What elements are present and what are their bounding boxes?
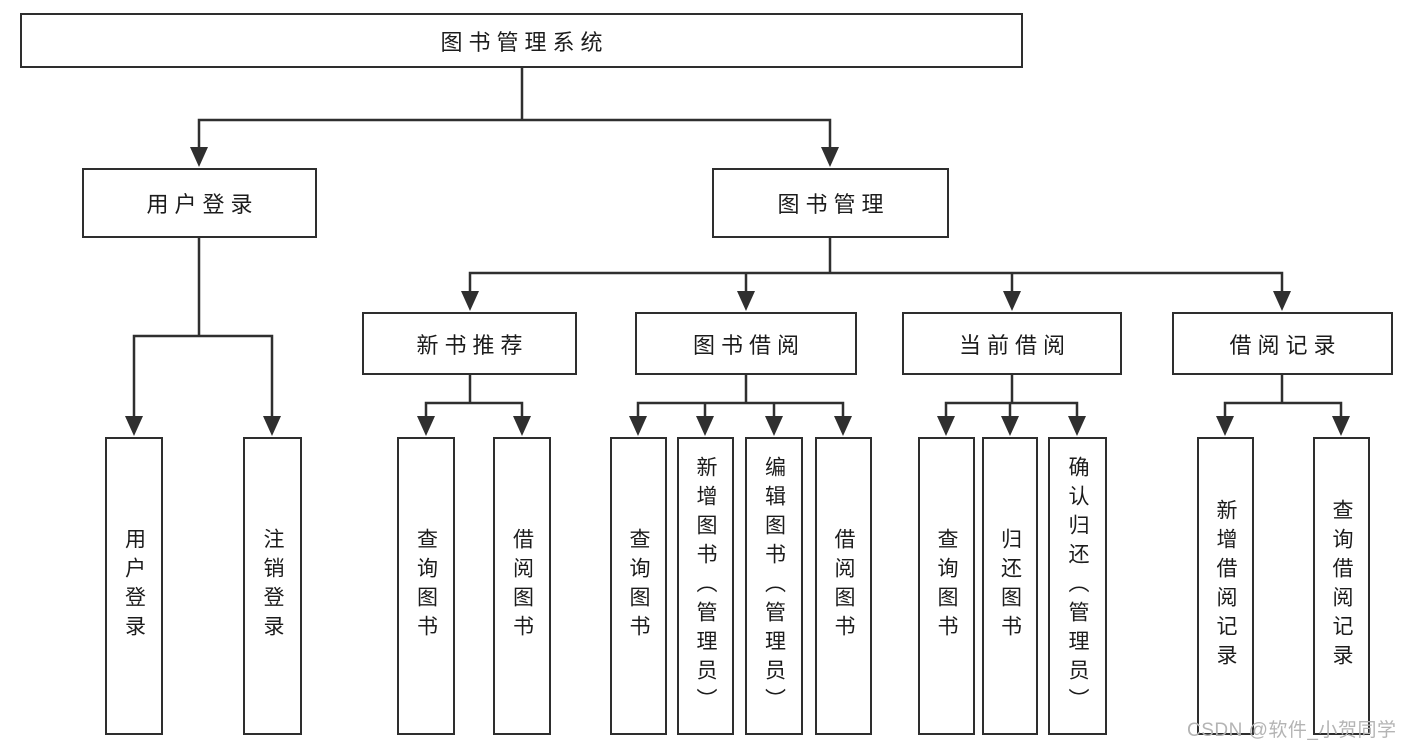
leaf-query-books-recommend: 查询图书 — [397, 437, 455, 735]
node-new-book-recommend-label: 新书推荐 — [416, 332, 529, 358]
leaf-confirm-return-admin-label: 确认归还（管理员） — [1066, 455, 1089, 717]
arrow-down-icon — [834, 416, 852, 436]
leaf-user-login-label: 用户登录 — [122, 528, 146, 644]
leaf-borrow-books: 借阅图书 — [815, 437, 872, 735]
node-current-borrow: 当前借阅 — [902, 312, 1122, 375]
arrow-down-icon — [1332, 416, 1350, 436]
arrow-down-icon — [461, 291, 479, 311]
connector-user-login-children — [125, 236, 281, 436]
leaf-edit-book-admin: 编辑图书（管理员） — [745, 437, 803, 735]
node-book-management-label: 图书管理 — [777, 192, 890, 217]
arrow-down-icon — [765, 416, 783, 436]
leaf-query-books-current: 查询图书 — [918, 437, 975, 735]
leaf-confirm-return-admin: 确认归还（管理员） — [1048, 437, 1107, 735]
leaf-add-book-admin: 新增图书（管理员） — [677, 437, 734, 735]
node-new-book-recommend: 新书推荐 — [362, 312, 577, 375]
leaf-return-book: 归还图书 — [982, 437, 1038, 735]
arrow-down-icon — [1216, 416, 1234, 436]
connector-book-management-children — [461, 236, 1291, 311]
arrow-down-icon — [1003, 291, 1021, 311]
connector-current-borrow-children — [937, 373, 1086, 436]
leaf-borrow-books-label: 借阅图书 — [832, 528, 855, 644]
leaf-query-books-borrow-label: 查询图书 — [627, 528, 650, 644]
leaf-add-book-admin-label: 新增图书（管理员） — [694, 455, 717, 717]
arrow-down-icon — [1273, 291, 1291, 311]
leaf-logout-label: 注销登录 — [261, 528, 284, 644]
node-borrow-records-label: 借阅记录 — [1229, 332, 1342, 358]
leaf-edit-book-admin-label: 编辑图书（管理员） — [762, 455, 786, 717]
leaf-borrow-books-recommend-label: 借阅图书 — [510, 528, 534, 644]
leaf-query-borrow-record-label: 查询借阅记录 — [1330, 499, 1353, 673]
leaf-user-login: 用户登录 — [105, 437, 163, 735]
leaf-return-book-label: 归还图书 — [998, 528, 1022, 644]
leaf-query-books-borrow: 查询图书 — [610, 437, 667, 735]
connector-book-borrow-children — [629, 373, 852, 436]
arrow-down-icon — [125, 416, 143, 436]
arrow-down-icon — [1068, 416, 1086, 436]
leaf-add-borrow-record-label: 新增借阅记录 — [1214, 499, 1237, 673]
arrow-down-icon — [629, 416, 647, 436]
arrow-down-icon — [417, 416, 435, 436]
arrow-down-icon — [937, 416, 955, 436]
node-borrow-records: 借阅记录 — [1172, 312, 1393, 375]
leaf-query-borrow-record: 查询借阅记录 — [1313, 437, 1370, 735]
leaf-add-borrow-record: 新增借阅记录 — [1197, 437, 1254, 735]
node-current-borrow-label: 当前借阅 — [958, 332, 1071, 358]
connector-root-to-level2 — [190, 66, 839, 167]
node-user-login: 用户登录 — [82, 168, 317, 238]
watermark: CSDN @软件_小贺同学 — [1187, 720, 1397, 741]
leaf-query-books-current-label: 查询图书 — [935, 528, 958, 644]
leaf-query-books-recommend-label: 查询图书 — [414, 528, 438, 644]
arrow-down-icon — [696, 416, 714, 436]
node-book-borrow: 图书借阅 — [635, 312, 857, 375]
node-book-borrow-label: 图书借阅 — [692, 332, 805, 358]
leaf-borrow-books-recommend: 借阅图书 — [493, 437, 551, 735]
node-book-management: 图书管理 — [712, 168, 949, 238]
arrow-down-icon — [1001, 416, 1019, 436]
arrow-down-icon — [513, 416, 531, 436]
connector-borrow-records-children — [1216, 373, 1350, 436]
arrow-down-icon — [263, 416, 281, 436]
arrow-down-icon — [190, 147, 208, 167]
node-root-label: 图书管理系统 — [440, 29, 609, 55]
node-user-login-label: 用户登录 — [146, 192, 259, 217]
arrow-down-icon — [821, 147, 839, 167]
arrow-down-icon — [737, 291, 755, 311]
connector-new-book-children — [417, 373, 531, 436]
leaf-logout: 注销登录 — [243, 437, 302, 735]
node-root: 图书管理系统 — [20, 13, 1023, 68]
